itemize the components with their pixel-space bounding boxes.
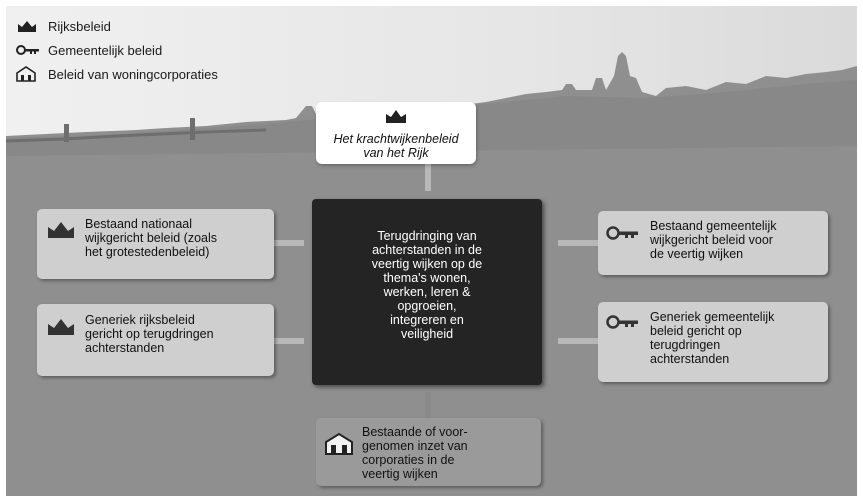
box-text-line: wijkgericht beleid (zoals: [85, 231, 218, 245]
center-text-line: werken, leren &: [383, 285, 471, 299]
connector-right-top: [558, 240, 598, 246]
key-icon: [606, 225, 640, 244]
center-text-line: achterstanden in de: [372, 243, 482, 257]
box-text-line: Generiek rijksbeleid: [85, 313, 195, 327]
center-text-line: thema's wonen,: [383, 271, 471, 285]
box-text-line: Het krachtwijkenbeleid: [333, 132, 459, 146]
box-text-line: corporaties in de: [362, 453, 455, 467]
house-icon: [16, 66, 42, 82]
box-text-line: de veertig wijken: [650, 247, 744, 261]
box-text-line: Bestaand nationaal: [85, 217, 193, 231]
box-text-line: veertig wijken: [362, 467, 438, 481]
box-text-line: wijkgericht beleid voor: [650, 233, 773, 247]
center-text-line: integreren en: [390, 313, 464, 327]
corporaties-inzet-box: Bestaande of voor- genomen inzet van cor…: [316, 418, 541, 486]
box-text-line: het grotestedenbeleid): [85, 245, 210, 259]
box-text-line: Bestaand gemeentelijk: [650, 219, 777, 233]
crown-icon: [45, 316, 77, 339]
central-goal-box: Terugdringing van achterstanden in de ve…: [312, 199, 542, 385]
center-text-line: veertig wijken op de: [371, 257, 483, 271]
box-text-line: achterstanden: [650, 352, 730, 366]
box-text-line: gericht op terugdringen: [85, 327, 214, 341]
box-text-line: genomen inzet van: [362, 439, 468, 453]
box-text-line: Bestaande of voor-: [362, 425, 468, 439]
gemeentelijk-wijkgericht-beleid-box: Bestaand gemeentelijk wijkgericht beleid…: [598, 211, 828, 275]
legend-item-rijksbeleid: Rijksbeleid: [16, 14, 218, 38]
legend-label: Beleid van woningcorporaties: [48, 66, 218, 82]
legend-label: Gemeentelijk beleid: [48, 42, 163, 58]
connector-right-bottom: [558, 338, 598, 344]
krachtwijkenbeleid-box: Het krachtwijkenbeleid van het Rijk: [316, 102, 476, 164]
crown-icon: [16, 18, 42, 34]
generiek-rijksbeleid-box: Generiek rijksbeleid gericht op terugdri…: [37, 304, 274, 376]
legend-label: Rijksbeleid: [48, 18, 111, 34]
box-text-line: beleid gericht op: [650, 324, 742, 338]
legend-item-gemeentelijk: Gemeentelijk beleid: [16, 38, 218, 62]
box-text-line: van het Rijk: [363, 146, 429, 160]
key-icon: [606, 314, 640, 333]
box-text-line: achterstanden: [85, 341, 165, 355]
center-text-line: Terugdringing van: [377, 229, 477, 243]
box-text-line: terugdringen: [650, 338, 721, 352]
key-icon: [16, 42, 42, 58]
connector-left-bottom: [274, 338, 304, 344]
crown-icon: [384, 108, 408, 127]
generiek-gemeentelijk-beleid-box: Generiek gemeentelijk beleid gericht op …: [598, 302, 828, 382]
crown-icon: [45, 219, 77, 242]
legend: Rijksbeleid Gemeentelijk beleid Beleid v…: [16, 14, 218, 86]
box-text-line: Generiek gemeentelijk: [650, 310, 775, 324]
center-text-line: veiligheid: [400, 327, 454, 341]
center-text-line: opgroeien,: [397, 299, 457, 313]
connector-bottom: [425, 392, 431, 418]
connector-left-top: [274, 240, 304, 246]
legend-item-woningcorporaties: Beleid van woningcorporaties: [16, 62, 218, 86]
house-icon: [324, 432, 354, 459]
nationaal-wijkgericht-beleid-box: Bestaand nationaal wijkgericht beleid (z…: [37, 209, 274, 279]
connector-top: [425, 163, 431, 191]
diagram-canvas: Rijksbeleid Gemeentelijk beleid Beleid v…: [6, 6, 857, 496]
